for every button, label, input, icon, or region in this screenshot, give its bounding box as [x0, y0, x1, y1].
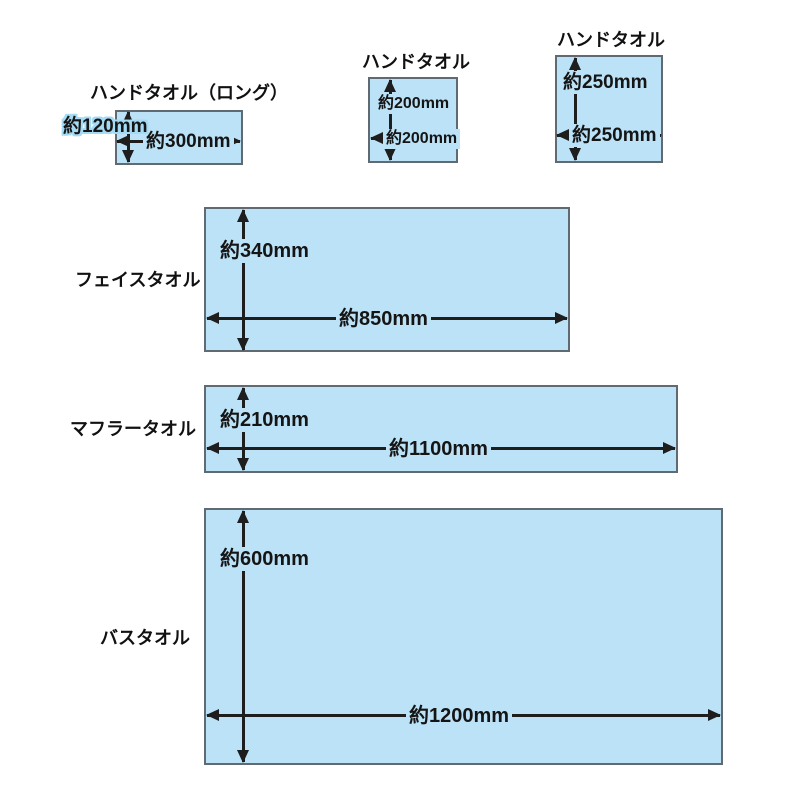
towel-name: フェイスタオル — [75, 270, 201, 290]
width-dimension-label: 約850mm — [336, 307, 431, 331]
width-dimension-label: 約1100mm — [386, 437, 491, 461]
height-arrow-icon — [384, 79, 396, 161]
height-arrow-icon — [569, 57, 581, 161]
width-dimension-label: 約250mm — [569, 124, 660, 147]
width-dimension-label: 約200mm — [383, 129, 461, 149]
width-dimension-label: 約300mm — [143, 130, 234, 153]
towel-rect — [368, 77, 458, 163]
towel-name: バスタオル — [100, 628, 190, 648]
height-arrow-icon — [237, 510, 249, 763]
towel-name: マフラータオル — [70, 419, 196, 439]
height-dimension-label: 約210mm — [217, 408, 312, 432]
height-dimension-label: 約250mm — [560, 71, 651, 94]
height-dimension-label: 約120mm — [63, 116, 148, 137]
towel-name: ハンドタオル — [557, 30, 665, 50]
height-arrow-icon — [237, 209, 249, 351]
height-dimension-label: 約200mm — [375, 94, 453, 114]
width-dimension-label: 約1200mm — [406, 704, 513, 728]
height-dimension-label: 約340mm — [217, 239, 312, 263]
towel-name: ハンドタオル（ロング） — [90, 83, 288, 103]
height-dimension-label: 約600mm — [217, 547, 312, 571]
towel-name: ハンドタオル — [362, 52, 470, 72]
